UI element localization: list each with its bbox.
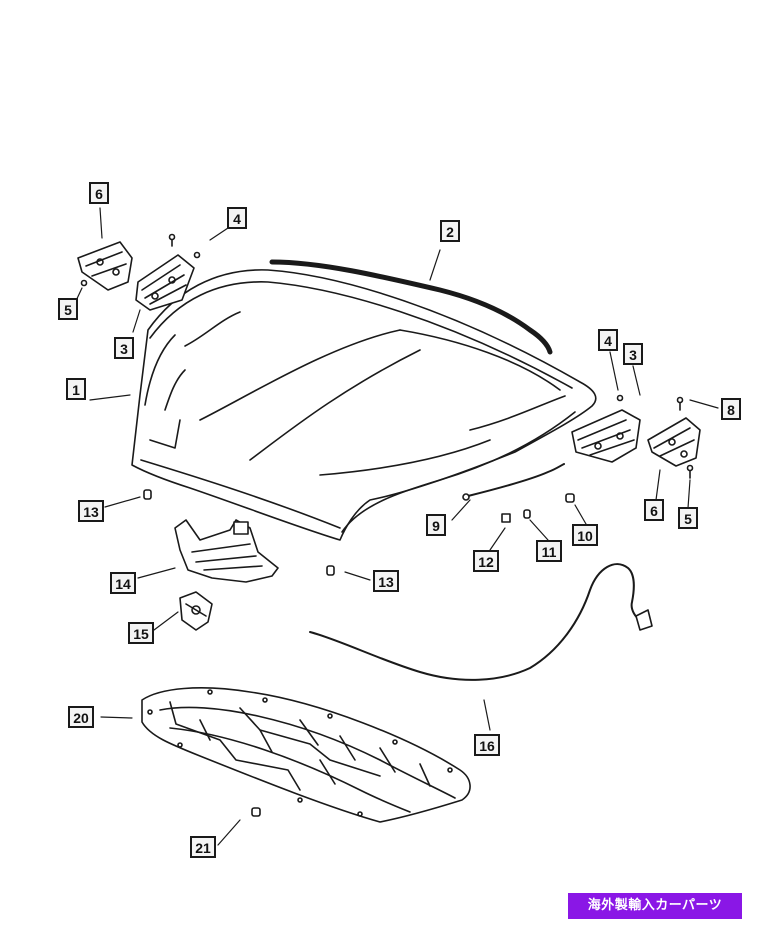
- callout-6-left: 6: [89, 182, 109, 204]
- hood-panel: [131, 269, 597, 541]
- callout-15: 15: [128, 622, 154, 644]
- hood-release-cable: [309, 563, 653, 681]
- hood-seal: [269, 259, 553, 355]
- callout-14: 14: [110, 572, 136, 594]
- hood-hinge-left: [135, 254, 195, 311]
- callout-8: 8: [721, 398, 741, 420]
- hood-prop-rod: [462, 463, 565, 501]
- watermark-badge: 海外製輸入カーパーツ: [568, 893, 742, 919]
- callout-13-left: 13: [78, 500, 104, 522]
- hood-bumpers: [143, 489, 335, 576]
- callout-20: 20: [68, 706, 94, 728]
- hood-latch-bracket: [174, 519, 279, 583]
- callout-5-left: 5: [58, 298, 78, 320]
- callout-9: 9: [426, 514, 446, 536]
- hinge-bracket-right: [647, 417, 701, 467]
- callout-21: 21: [190, 836, 216, 858]
- callout-4-right: 4: [598, 329, 618, 351]
- callout-1: 1: [66, 378, 86, 400]
- callout-6-right: 6: [644, 499, 664, 521]
- callout-3-right: 3: [623, 343, 643, 365]
- callout-3-left: 3: [114, 337, 134, 359]
- small-clips: [501, 493, 575, 523]
- push-pin-retainer: [251, 807, 261, 817]
- callout-2: 2: [440, 220, 460, 242]
- callout-16: 16: [474, 734, 500, 756]
- callout-13-right: 13: [373, 570, 399, 592]
- hood-hinge-right: [571, 409, 641, 463]
- hood-insulator-pad: [141, 687, 471, 823]
- callout-10: 10: [572, 524, 598, 546]
- callout-12: 12: [473, 550, 499, 572]
- bolts: [80, 233, 694, 479]
- callout-11: 11: [536, 540, 562, 562]
- callout-4-left: 4: [227, 207, 247, 229]
- hinge-bracket-left: [77, 241, 133, 291]
- callout-5-right: 5: [678, 507, 698, 529]
- hood-latch: [179, 591, 213, 631]
